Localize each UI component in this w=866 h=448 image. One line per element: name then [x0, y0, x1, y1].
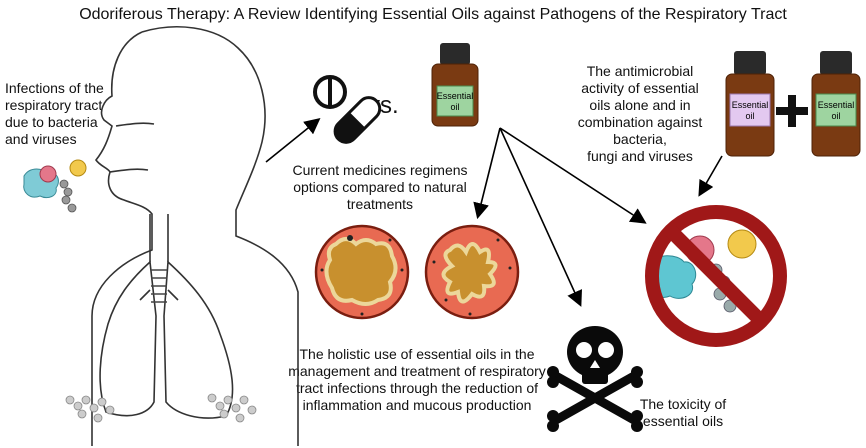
antimicrobial-label: The antimicrobial activity of essential …: [560, 63, 720, 165]
toxicity-line: essential oils: [642, 413, 724, 429]
pill-icon: [313, 75, 347, 109]
antimicrobial-line: bacteria,: [613, 131, 667, 147]
infections-line: and viruses: [5, 131, 77, 147]
holistic-line: The holistic use of essential oils in th…: [299, 346, 535, 362]
bottle-left-label-line: oil: [745, 111, 754, 121]
infections-line: Infections of the: [5, 80, 104, 96]
bottle-left-label-line: Essential: [732, 100, 769, 110]
infections-line: due to bacteria: [5, 114, 98, 130]
lung-alveoli-left: [65, 395, 115, 423]
bottle-right-label-line: oil: [831, 111, 840, 121]
antimicrobial-line: combination against: [577, 114, 703, 130]
infections-line: respiratory tract: [5, 97, 103, 113]
toxicity-label: The toxicity of essential oils: [628, 396, 738, 430]
essential-oil-bottle-left: Essential oil: [725, 51, 775, 157]
holistic-line: tract infections through the reduction o…: [295, 380, 539, 396]
diagram-title: Odoriferous Therapy: A Review Identifyin…: [79, 6, 787, 23]
antimicrobial-line: fungi and viruses: [587, 148, 693, 164]
antimicrobial-line: The antimicrobial: [586, 63, 694, 79]
antimicrobial-line: oils alone and in: [589, 97, 691, 113]
infections-label: Infections of the respiratory tract due …: [5, 80, 120, 148]
plus-icon: [776, 95, 808, 127]
current-medicines-line: options compared to natural: [293, 179, 467, 195]
current-medicines-line: treatments: [346, 196, 414, 212]
current-medicines-line: Current medicines regimens: [292, 162, 468, 178]
essential-oil-bottle-right: Essential oil: [811, 51, 861, 157]
toxicity-line: The toxicity of: [639, 396, 727, 412]
capsule-icon: [333, 96, 382, 144]
connector-arrows: [265, 117, 723, 307]
bottle-main-label-line: Essential: [437, 91, 474, 101]
pathogens-cluster-nose: [23, 159, 87, 213]
holistic-label: The holistic use of essential oils in th…: [282, 346, 552, 414]
prohibition-icon: [645, 205, 787, 347]
human-respiratory-outline: [91, 26, 299, 446]
holistic-line: inflammation and mucous production: [302, 397, 532, 413]
airway-cross-section-inflamed: [424, 224, 520, 320]
bottle-right-label-line: Essential: [818, 100, 855, 110]
holistic-line: management and treatment of respiratory: [288, 363, 546, 379]
essential-oil-bottle-main: Essential oil: [431, 43, 479, 127]
current-medicines-label: Current medicines regimens options compa…: [280, 162, 480, 213]
bottle-main-label-line: oil: [450, 102, 459, 112]
trachea-rings: [151, 269, 167, 303]
airway-cross-section-healthy: [314, 224, 410, 320]
skull-crossbones-icon: [547, 326, 643, 432]
lung-alveoli-right: [207, 393, 257, 423]
antimicrobial-line: activity of essential: [581, 80, 699, 96]
